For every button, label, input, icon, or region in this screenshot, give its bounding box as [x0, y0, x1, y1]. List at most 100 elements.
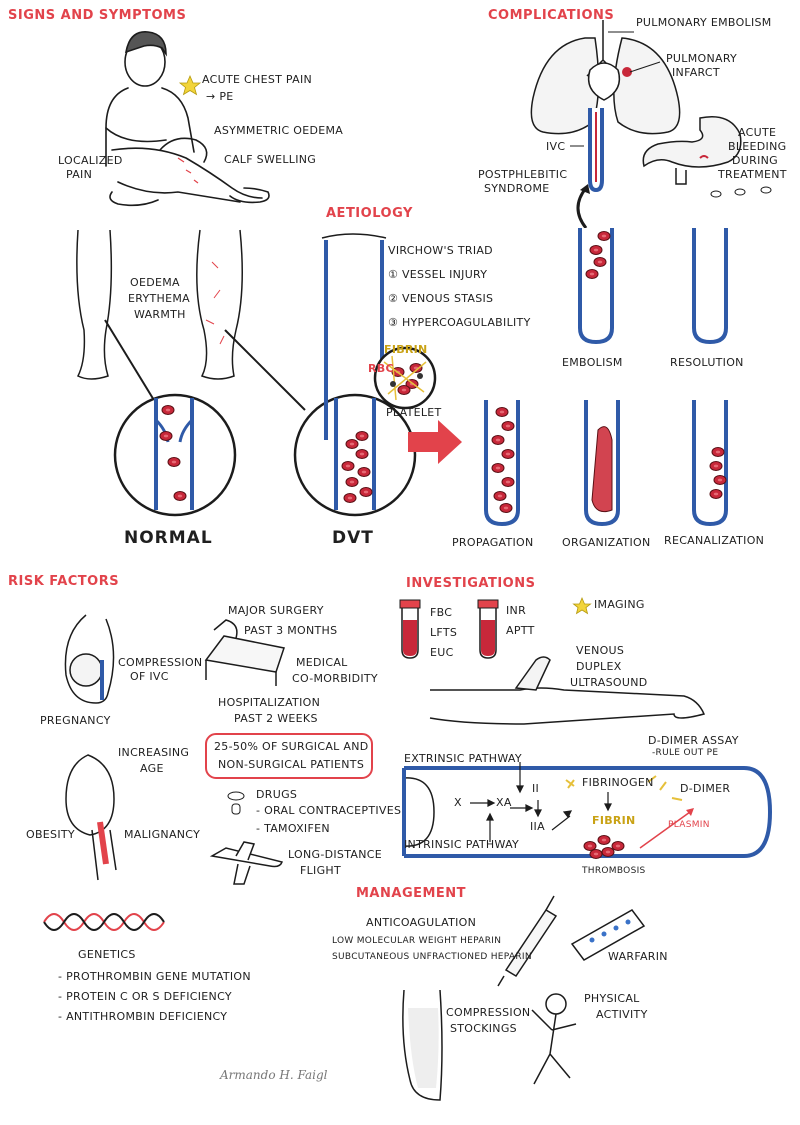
dvt-label: DVT: [332, 528, 374, 548]
ufh-label: SUBCUTANEOUS UNFRACTIONED HEPARIN: [332, 952, 532, 962]
risk-factors-title: RISK FACTORS: [8, 574, 120, 589]
obesity-label: OBESITY: [26, 828, 75, 841]
recanalization-label: RECANALIZATION: [664, 534, 765, 547]
anticoagulation-label: ANTICOAGULATION: [366, 916, 477, 929]
normal-leg: [76, 229, 113, 380]
lmwh-label: LOW MOLECULAR WEIGHT HEPARIN: [332, 936, 502, 946]
medical-label-1: MEDICAL: [296, 656, 348, 669]
thrombosis-label: THROMBOSIS: [582, 866, 646, 876]
artist-signature: Armando H. Faigl: [220, 1068, 328, 1082]
fbc-label: FBC: [430, 606, 453, 619]
complications-title: COMPLICATIONS: [488, 8, 615, 23]
incidence-box-line-1: 25-50% OF SURGICAL AND: [214, 740, 369, 753]
euc-label: EUC: [430, 646, 454, 659]
virchow-triad-label: VIRCHOW'S TRIAD: [388, 244, 493, 257]
extrinsic-pathway-label: EXTRINSIC PATHWAY: [404, 752, 522, 765]
calf-swelling-marks: [177, 157, 199, 184]
progression-arrow: [408, 420, 462, 464]
fibrin-label: FIBRIN: [384, 343, 428, 356]
fibrinogen-label: FIBRINOGEN: [582, 776, 654, 789]
management-title: MANAGEMENT: [356, 886, 467, 901]
tube-propagation: [484, 400, 520, 527]
major-surgery-label-2: PAST 3 MONTHS: [244, 624, 338, 637]
elderly-figure: [65, 754, 117, 881]
vessel-injury-label: ① VESSEL INJURY: [388, 268, 488, 281]
rule-out-pe-label: -RULE OUT PE: [652, 748, 719, 758]
long-distance-label-2: FLIGHT: [300, 864, 342, 877]
coagulation-vessel: [402, 766, 773, 858]
tube-recanalization: [692, 400, 728, 527]
drug-tamoxifen-label: - TAMOXIFEN: [256, 822, 330, 835]
intrinsic-pathway-label: INTRINSIC PATHWAY: [404, 838, 520, 851]
long-distance-label-1: LONG-DISTANCE: [288, 848, 382, 861]
ivc-label: IVC: [546, 140, 566, 153]
bleeding-label-3: DURING: [732, 154, 778, 167]
major-surgery-label-1: MAJOR SURGERY: [228, 604, 324, 617]
tube-resolution: [692, 228, 728, 345]
star-icon: [178, 74, 202, 96]
stomach-drawing: [642, 116, 742, 185]
increasing-age-label-2: AGE: [140, 762, 164, 775]
lungs-drawing: [530, 20, 681, 135]
organization-label: ORGANIZATION: [562, 536, 651, 549]
factor-xa-label: Xa: [496, 796, 512, 809]
bleeding-label-2: BLEEDING: [728, 140, 787, 153]
inr-label: INR: [506, 604, 527, 617]
malignancy-label: MALIGNANCY: [124, 828, 201, 841]
blood-tube-2: [477, 599, 499, 659]
star-icon: [572, 596, 592, 615]
genetics-label: GENETICS: [78, 948, 136, 961]
postphlebitic-label-2: SYNDROME: [484, 182, 550, 195]
malignancy-mark: [97, 821, 109, 865]
clot-zoom-circle: [373, 346, 437, 410]
d-dimer-assay-label: D-DIMER ASSAY: [648, 734, 739, 747]
physical-label: PHYSICAL: [584, 992, 640, 1005]
prothrombin-label: - PROTHROMBIN GENE MUTATION: [58, 970, 251, 983]
factor-x-label: X: [454, 796, 462, 809]
normal-label: NORMAL: [124, 528, 213, 548]
hospital-bed: [204, 619, 285, 686]
swollen-leg: [196, 229, 243, 380]
activity-label: ACTIVITY: [596, 1008, 648, 1021]
propagation-label: PROPAGATION: [452, 536, 534, 549]
hospitalization-label-2: PAST 2 WEEKS: [234, 712, 318, 725]
cascade-arrows: [470, 762, 612, 842]
warfarin-blister-pack: [570, 909, 646, 961]
pills-icons: [710, 186, 772, 198]
postphlebitic-label-1: POSTPHLEBITIC: [478, 168, 568, 181]
tube-embolism: [578, 228, 614, 345]
aptt-label: APTT: [506, 624, 535, 637]
oedema-label: OEDEMA: [130, 276, 180, 289]
incidence-box: [205, 733, 373, 779]
pe-label: → PE: [206, 90, 234, 103]
embolism-label: EMBOLISM: [562, 356, 623, 369]
ultrasound-leg: [429, 656, 706, 725]
venous-stasis-label: ② VENOUS STASIS: [388, 292, 494, 305]
calf-swelling-label: CALF SWELLING: [224, 153, 317, 166]
localized-label-1: LOCALIZED: [58, 154, 123, 167]
blood-tube-1: [399, 599, 421, 659]
normal-vein-circle: [113, 393, 237, 517]
compression-stocking-leg: [402, 989, 443, 1101]
tube-organization: [584, 400, 620, 527]
pe-pointer-line: [608, 31, 661, 73]
drug-ocp-label: - ORAL CONTRACEPTIVES: [256, 804, 402, 817]
pregnancy-label: PREGNANCY: [40, 714, 111, 727]
airplane-icon: [209, 841, 283, 885]
pulmonary-infarct-mark: [622, 67, 632, 77]
bleeding-label-4: TREATMENT: [718, 168, 787, 181]
erythema-marks: [205, 261, 225, 345]
pills-drugs-icon: [227, 791, 245, 815]
medical-label-2: CO-MORBIDITY: [292, 672, 378, 685]
asymmetric-oedema-label: ASYMMETRIC OEDEMA: [214, 124, 344, 137]
drugs-label: DRUGS: [256, 788, 298, 801]
erythema-label: ERYTHEMA: [128, 292, 190, 305]
venous-label: VENOUS: [576, 644, 625, 657]
imaging-label: IMAGING: [594, 598, 645, 611]
warfarin-label: WARFARIN: [608, 950, 668, 963]
factor-iia-label: IIa: [530, 820, 545, 833]
platelet-label: PLATELET: [386, 406, 442, 419]
ultrasound-label: ULTRASOUND: [570, 676, 648, 689]
patient-figure: [105, 31, 270, 207]
